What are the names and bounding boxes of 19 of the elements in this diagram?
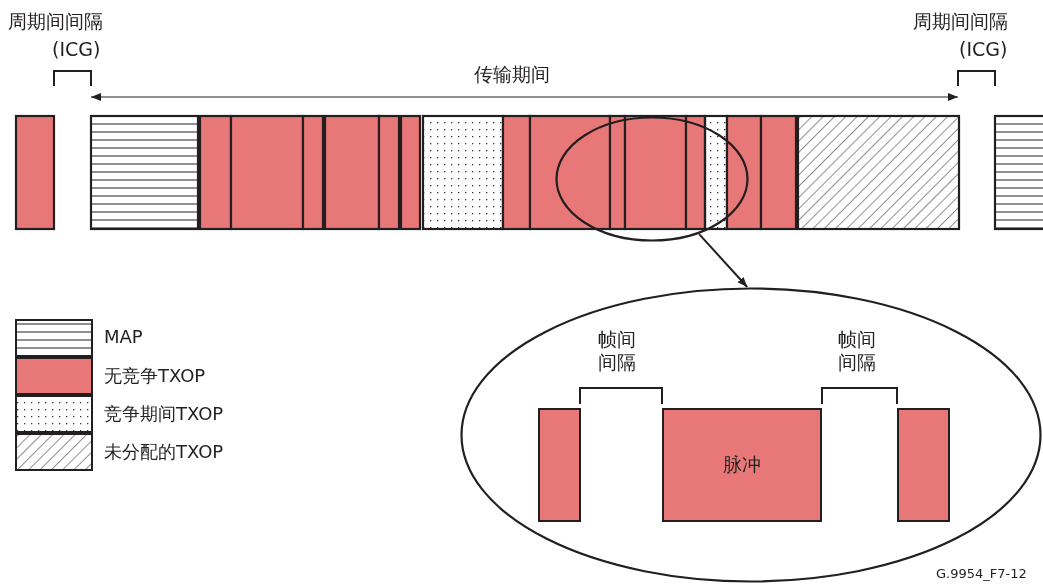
legend-label: 无竞争TXOP bbox=[104, 364, 206, 388]
zoom-ellipse bbox=[555, 116, 749, 242]
label-text: 帧间间隔 bbox=[598, 328, 637, 374]
magnified-view-ellipse bbox=[460, 287, 1042, 583]
burst-block bbox=[897, 408, 950, 522]
arrow bbox=[698, 233, 749, 288]
label-text: 周期间间隔 bbox=[913, 10, 1008, 33]
label-text: 帧间间隔 bbox=[838, 328, 877, 374]
burst-block bbox=[538, 408, 581, 522]
legend-label: MAP bbox=[104, 326, 143, 347]
label-text: (ICG) bbox=[959, 38, 1008, 61]
label-text: 周期间间隔 bbox=[8, 10, 103, 33]
legend-label: 未分配的TXOP bbox=[104, 440, 224, 464]
label-text: (ICG) bbox=[52, 38, 101, 61]
node-label: 脉冲 bbox=[723, 452, 761, 477]
figure-id: G.9954_F7-12 bbox=[936, 566, 1027, 582]
legend-label: 竞争期间TXOP bbox=[104, 402, 224, 426]
label-text: 传输期间 bbox=[474, 63, 550, 86]
burst-box bbox=[662, 408, 822, 522]
